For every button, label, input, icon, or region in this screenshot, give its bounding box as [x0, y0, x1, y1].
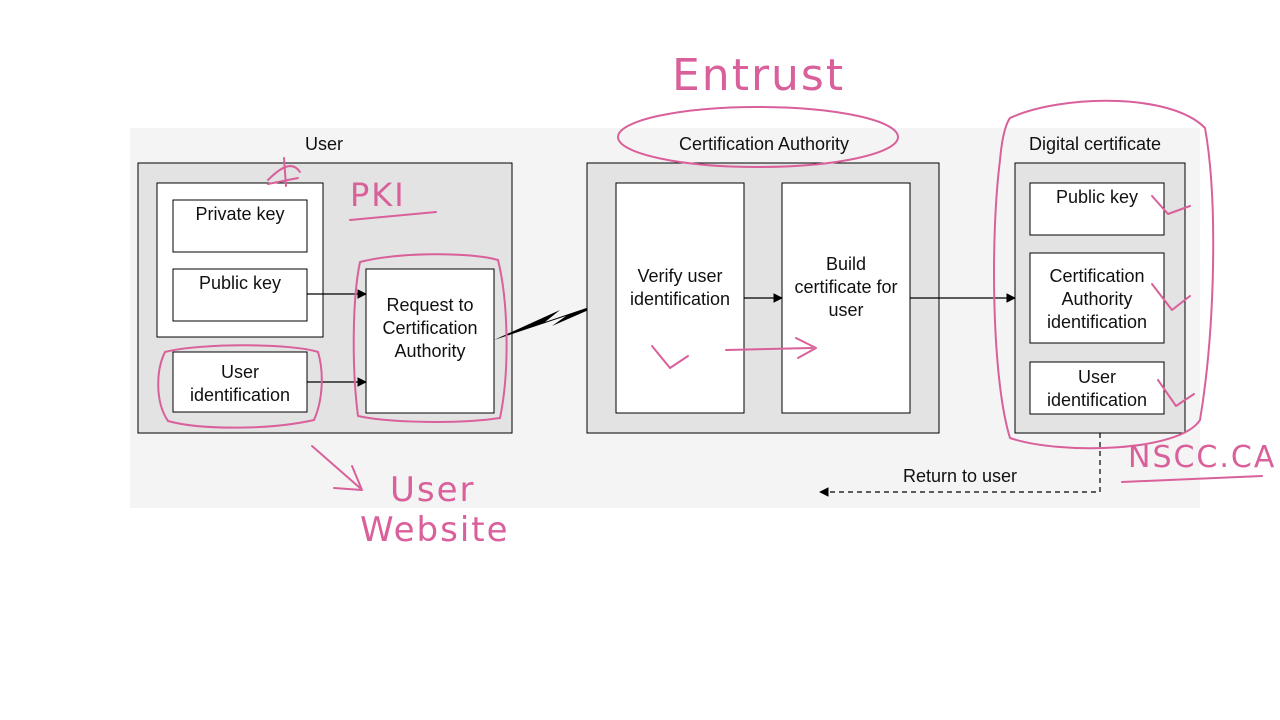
request-label: Request to Certification Authority [382, 295, 478, 361]
cert-public-key-label: Public key [1055, 187, 1139, 207]
return-to-user-arrow [819, 433, 1101, 497]
pki-annotation: PKI [350, 176, 406, 214]
nscc-annotation: NSCC.CA [1128, 440, 1277, 475]
public-key-label: Public key [198, 273, 282, 293]
pink-verify-arrow [725, 347, 813, 351]
annotation-ink [157, 99, 1263, 491]
user-id-circle [157, 344, 323, 429]
request-circle [352, 253, 508, 423]
verify-label: Verify user identification [629, 266, 731, 309]
cert-user-id-check [1157, 379, 1195, 407]
verify-check [651, 345, 689, 369]
request-box [365, 268, 495, 414]
pki-underline [349, 211, 437, 221]
cert-public-key-check [1151, 195, 1191, 215]
return-to-user-label: Return to user [902, 466, 1018, 486]
cert-ca-id-label: Certification Authority identification [1046, 266, 1148, 332]
private-key-mark [267, 157, 301, 187]
certificate-circle [993, 99, 1215, 450]
ca-circle [617, 106, 899, 168]
user-identification-box [172, 351, 308, 413]
build-box [781, 182, 911, 414]
cert-public-key-box [1029, 182, 1165, 236]
website-arrowhead [333, 465, 363, 491]
entrust-annotation: Entrust [672, 50, 846, 101]
verify-box [615, 182, 745, 414]
cert-user-id-box [1029, 361, 1165, 415]
ca-section-title: Certification Authority [678, 134, 850, 154]
pink-verify-arrowhead [795, 337, 817, 359]
network-link-bolt [494, 298, 616, 340]
cert-ca-id-check [1151, 283, 1191, 311]
cert-user-id-label: User identification [1046, 367, 1148, 410]
user-identification-label: User identification [189, 362, 291, 405]
user-annotation: User [390, 470, 476, 510]
website-annotation: Website [360, 510, 510, 550]
certificate-section-title: Digital certificate [1028, 134, 1162, 154]
private-key-box [172, 199, 308, 253]
build-label: Build certificate for user [794, 254, 898, 320]
private-key-label: Private key [195, 204, 285, 224]
website-arrow-line [311, 445, 361, 489]
public-key-box [172, 268, 308, 322]
user-section-title: User [304, 134, 343, 154]
cert-ca-id-box [1029, 252, 1165, 344]
nscc-underline [1121, 475, 1263, 483]
